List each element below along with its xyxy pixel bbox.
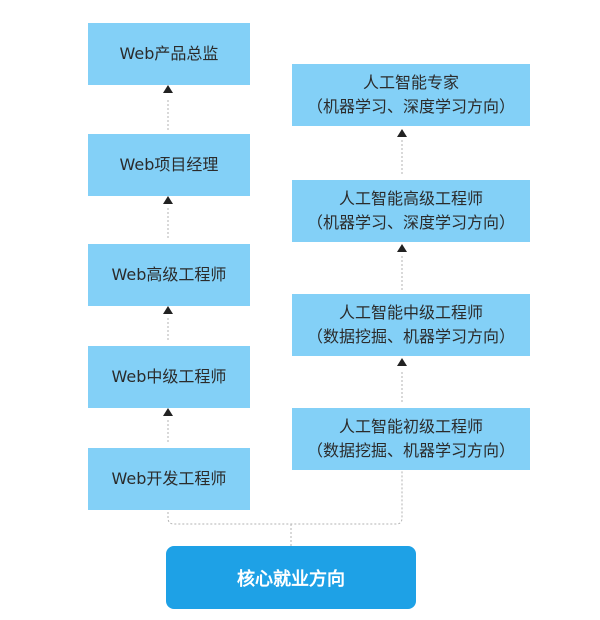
- arrow-up-icon: [163, 85, 173, 93]
- connector-line: [167, 470, 403, 525]
- arrow-up-icon: [397, 244, 407, 252]
- role-title: 人工智能中级工程师: [338, 303, 483, 322]
- role-web-intermediate-engineer: Web中级工程师: [88, 346, 250, 408]
- role-label: Web项目经理: [119, 155, 219, 174]
- role-title: 人工智能高级工程师: [338, 189, 483, 208]
- role-title: 人工智能专家: [362, 73, 459, 92]
- role-direction: （机器学习、深度学习方向）: [306, 213, 515, 232]
- core-career-direction-node: 核心就业方向: [166, 546, 416, 609]
- arrow-up-icon: [163, 196, 173, 204]
- role-ai-intermediate-engineer: 人工智能中级工程师 （数据挖掘、机器学习方向）: [292, 294, 530, 356]
- role-direction: （数据挖掘、机器学习方向）: [306, 441, 515, 460]
- role-label: Web产品总监: [119, 44, 219, 63]
- root-label: 核心就业方向: [237, 568, 345, 590]
- arrow-up-icon: [163, 408, 173, 416]
- role-title: 人工智能初级工程师: [338, 417, 483, 436]
- role-web-product-director: Web产品总监: [88, 23, 250, 85]
- role-ai-junior-engineer: 人工智能初级工程师 （数据挖掘、机器学习方向）: [292, 408, 530, 470]
- role-ai-expert: 人工智能专家 （机器学习、深度学习方向）: [292, 64, 530, 126]
- role-direction: （数据挖掘、机器学习方向）: [306, 327, 515, 346]
- role-ai-senior-engineer: 人工智能高级工程师 （机器学习、深度学习方向）: [292, 180, 530, 242]
- role-web-developer: Web开发工程师: [88, 448, 250, 510]
- role-web-project-manager: Web项目经理: [88, 134, 250, 196]
- arrow-up-icon: [397, 358, 407, 366]
- arrow-up-icon: [397, 129, 407, 137]
- arrow-up-icon: [163, 306, 173, 314]
- role-label: Web中级工程师: [111, 367, 227, 386]
- role-web-senior-engineer: Web高级工程师: [88, 244, 250, 306]
- role-label: Web开发工程师: [111, 469, 227, 488]
- role-direction: （机器学习、深度学习方向）: [306, 97, 515, 116]
- role-label: Web高级工程师: [111, 265, 227, 284]
